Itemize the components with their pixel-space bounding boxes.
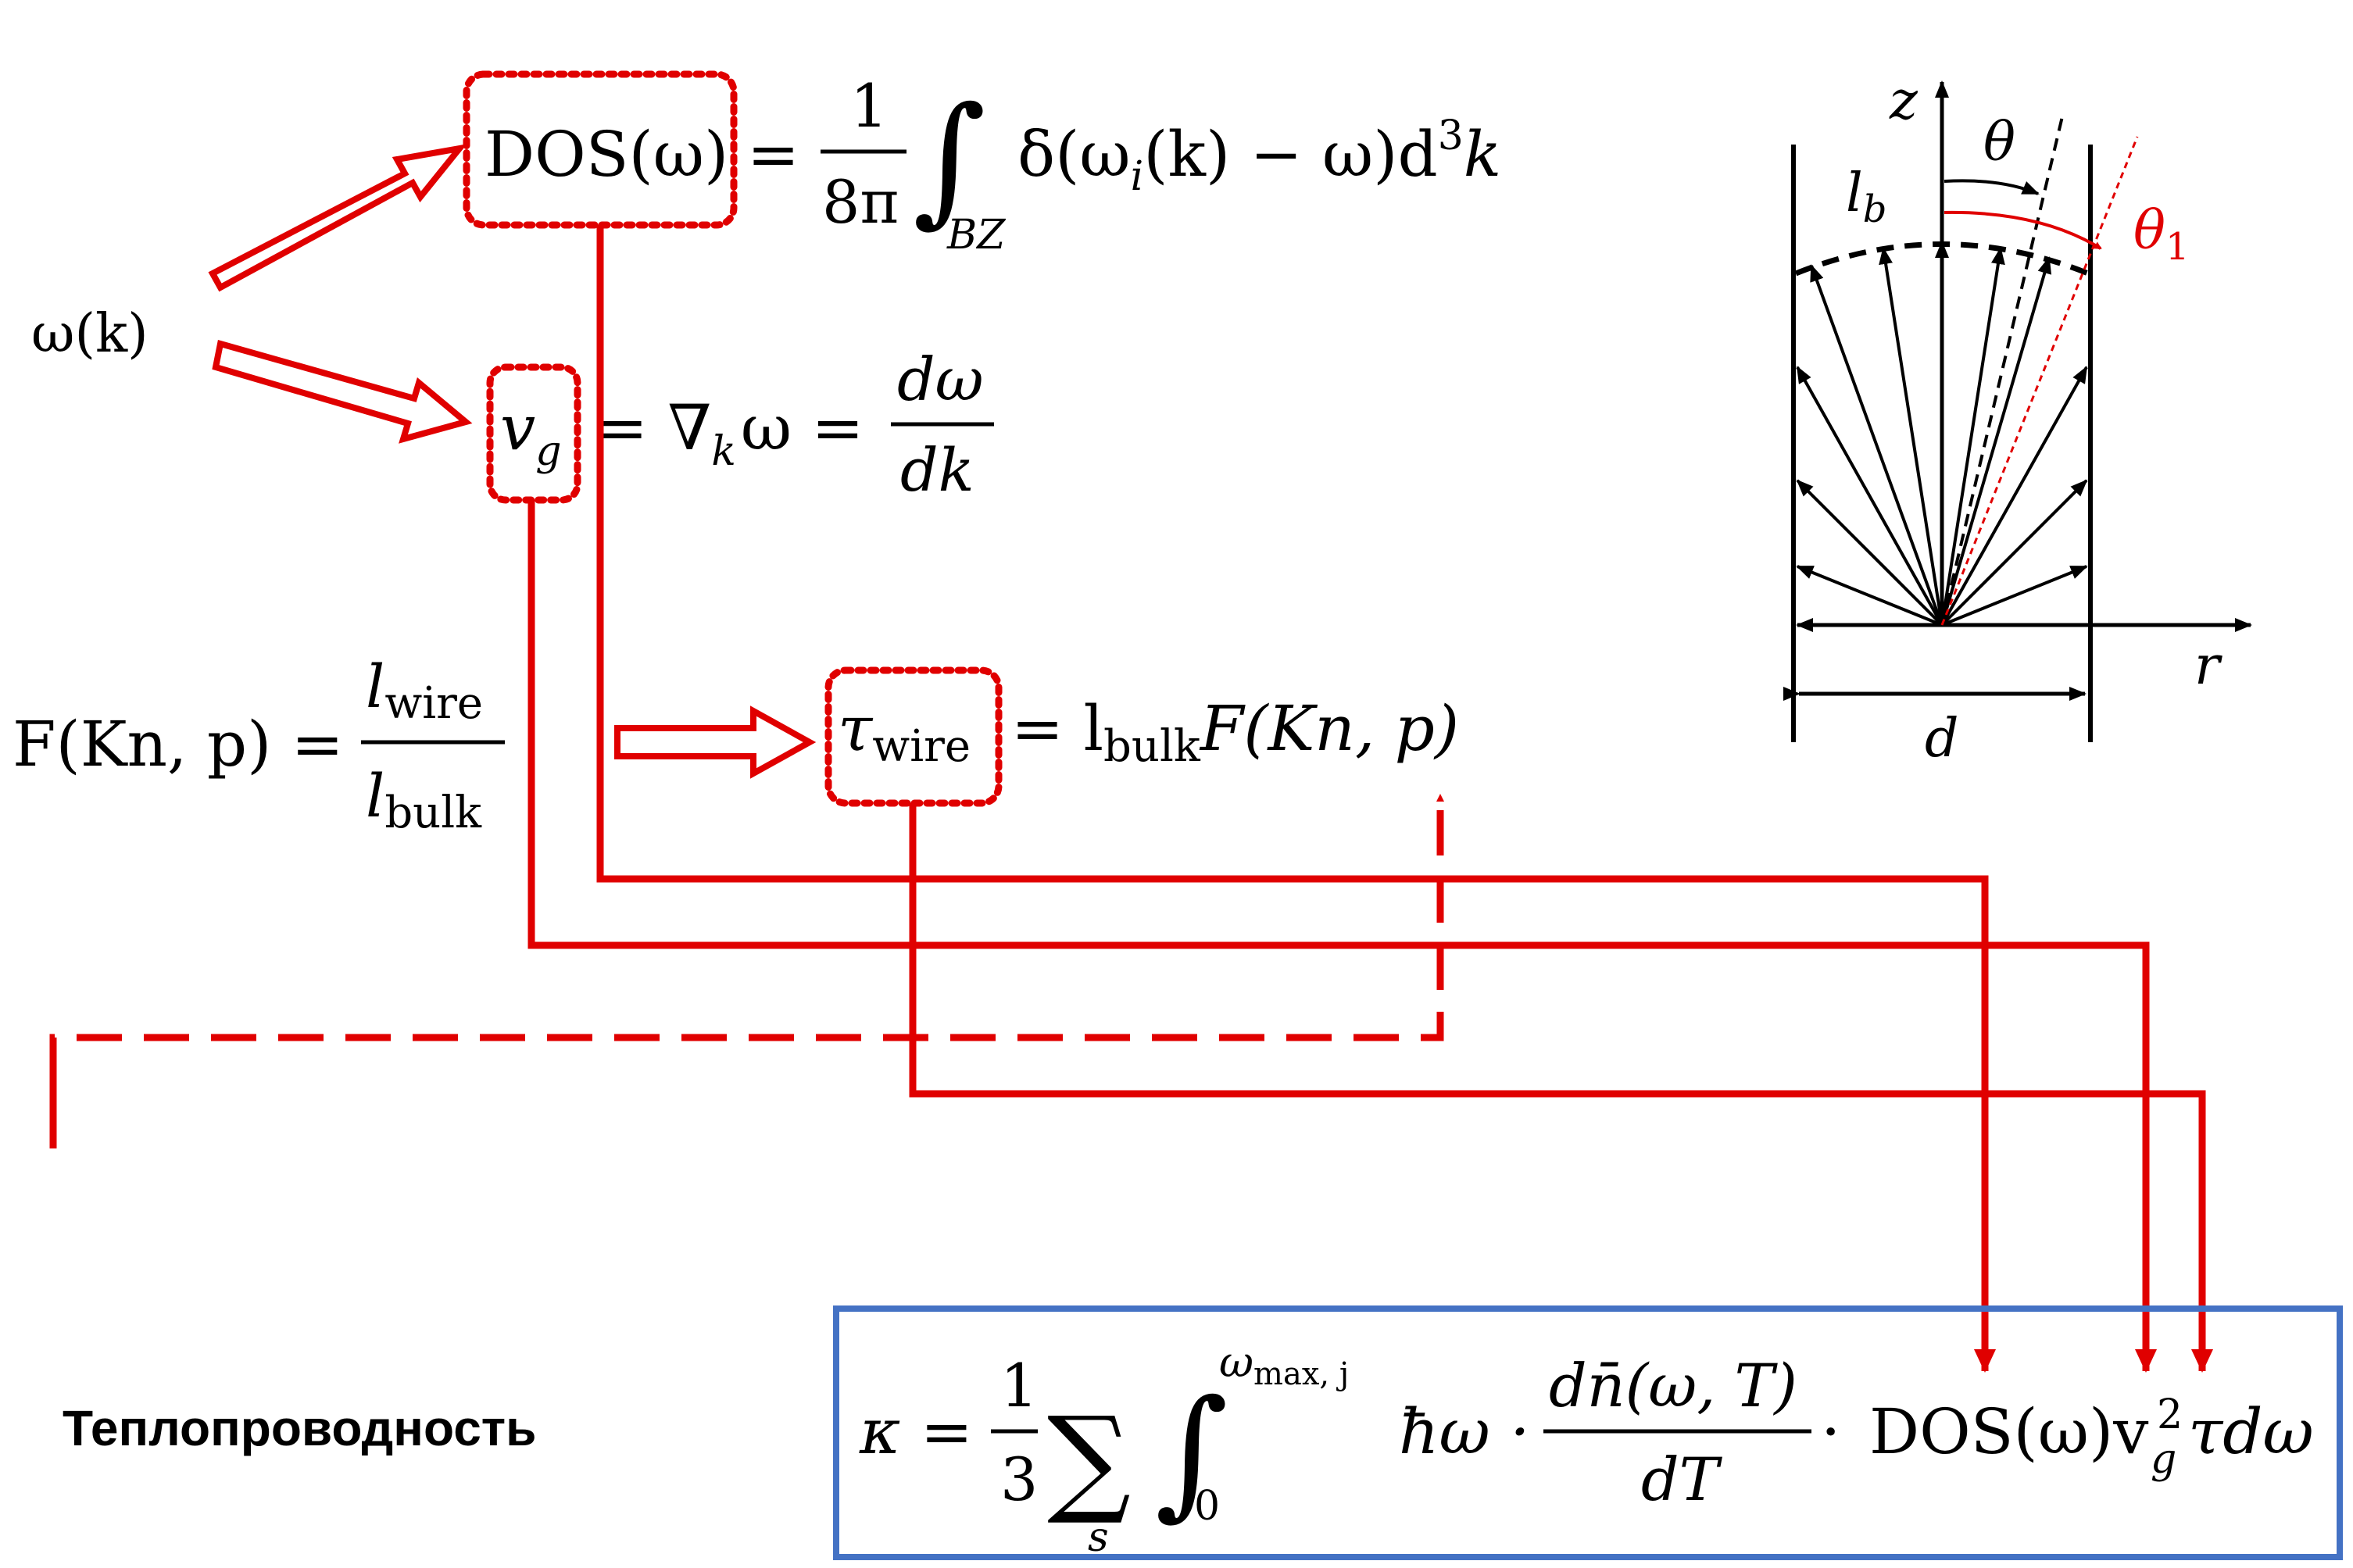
kappa-tail: τdω [2188,1395,2314,1468]
dos-frac-den: 8π [822,167,899,237]
kappa-frac-den: 3 [1000,1445,1038,1514]
kappa-frac-num: 1 [1000,1351,1038,1420]
connector-vg-to-kappa [527,500,2157,1373]
kappa-lower: 0 [1194,1483,1220,1530]
thermal-conductivity-label: Теплопроводность [63,1400,536,1456]
kappa-upper: ωmax, j [1219,1338,1349,1392]
kappa-box [833,1305,2343,1560]
vg-frac-den: dk [900,435,974,505]
nanowire-geometry-figure: z θ lb θ1 r d [1783,70,2252,770]
vg-eq-nabla: = ∇kω = [595,391,864,475]
hollow-arrow-to-dos [208,144,467,292]
d-label: d [1925,708,1959,770]
f-frac-num: lwire [366,652,483,729]
theta-label: θ [1983,112,2015,173]
kappa-frac2-den: dT [1641,1445,1723,1514]
hollow-arrow-to-vg [212,339,473,444]
kappa-integral: ∫ [1155,1370,1228,1534]
connector-dos-to-kappa [596,225,1996,1373]
f-frac-den: lbulk [366,761,482,838]
dos-integral-sub: BZ [946,212,1006,259]
kappa-sum-sub: s [1088,1514,1109,1561]
theta-arc [1944,179,2040,195]
omega-k-label: ω(k) [31,303,148,365]
kappa-sum: ∑ [1047,1392,1131,1528]
r-axis-label: r [2194,635,2222,697]
kappa-dos: DOS(ω)v [1869,1395,2148,1468]
dos-body: δ(ωi(k) − ω)d3k [1017,113,1501,200]
f-lhs: F(Kn, p) = [13,708,344,780]
hollow-arrow-to-tau [614,705,817,779]
tau-label: τwire [838,692,971,772]
ray-fan [1796,241,2088,627]
z-axis-label: z [1889,70,1919,132]
kappa-hbar: ħω · [1399,1395,1530,1468]
theta1-arc [1944,210,2102,250]
kappa-vg-sup: 2 [2157,1391,2183,1438]
vg-label: vg [500,391,562,475]
kappa-lhs: κ = [859,1395,973,1468]
tau-rhs: = lbulkF(Kn, p) [1011,692,1459,772]
vg-frac-num: dω [897,345,984,414]
theta-dashed-ray [1940,113,2065,626]
dashed-feedback-path [49,794,1444,1148]
kappa-dot: · [1821,1395,1840,1468]
dos-frac-num: 1 [850,71,888,141]
dos-label: DOS(ω) [485,118,728,191]
lb-label: lb [1846,163,1886,231]
dos-integral: ∫ [913,77,986,241]
theta1-dashed-ray [1940,136,2139,626]
dos-equals: = [747,118,799,191]
kappa-frac2-num: dn̄(ω, T) [1549,1351,1797,1420]
connector-tau-to-kappa [909,803,2213,1373]
theta1-label: θ1 [2133,200,2190,269]
kappa-vg-sub: g [2151,1436,2176,1483]
